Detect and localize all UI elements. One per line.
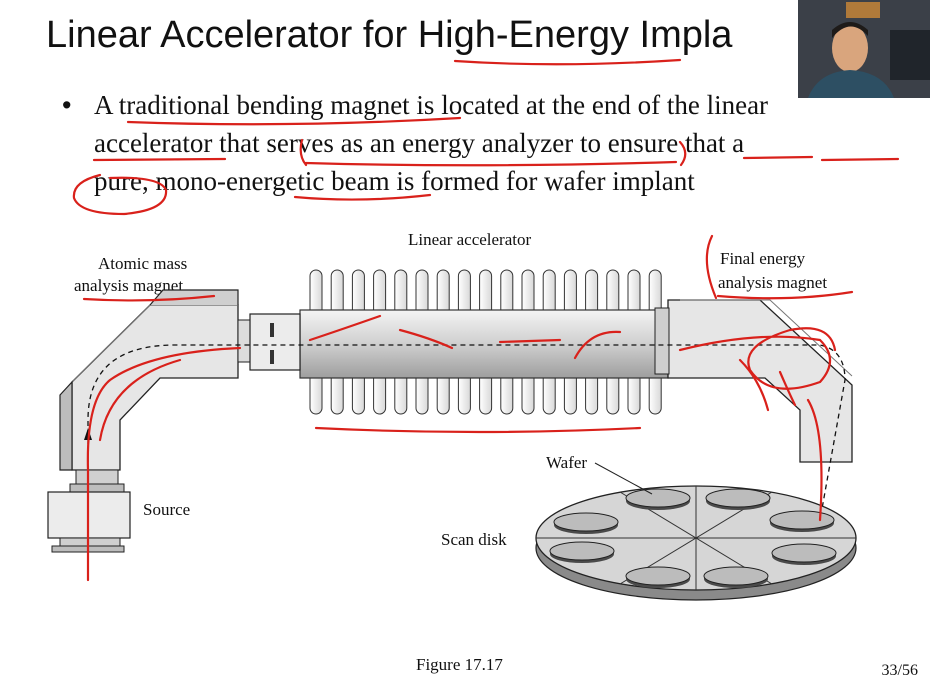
bullet-dot: • xyxy=(62,90,72,120)
wafer-pointer-line xyxy=(594,462,653,495)
annotation-underline-ensure xyxy=(742,155,900,162)
final-energy-analysis-magnet xyxy=(654,299,853,463)
annotation-trace-magnet xyxy=(98,358,182,442)
handwritten-annotations xyxy=(72,58,900,582)
label-source: Source xyxy=(143,500,191,519)
annotation-trace-accelerator xyxy=(308,314,622,360)
annotation-underline-final-energy xyxy=(716,290,854,300)
annotation-trace-source-beam xyxy=(86,346,242,582)
slide-title: Linear Accelerator for High-Energy Impla xyxy=(46,14,733,56)
label-atomic-mass: Atomic mass xyxy=(98,254,188,273)
accelerator-tube xyxy=(299,309,669,379)
bullet-line-2: accelerator that serves as an energy ana… xyxy=(94,128,745,158)
annotation-bracket-energy-analyzer xyxy=(299,138,687,167)
annotation-underline-accelerator xyxy=(92,157,227,162)
wafer xyxy=(703,566,769,586)
bullet-line-1: A traditional bending magnet is located … xyxy=(94,90,769,120)
atomic-mass-analysis-magnet xyxy=(59,289,239,471)
wafer xyxy=(771,543,837,563)
wafer xyxy=(553,512,619,532)
wafer-slots xyxy=(549,488,837,588)
bullet-point: • A traditional bending magnet is locate… xyxy=(62,86,898,200)
annotation-underline-bending-magnet xyxy=(126,116,462,126)
beam-coupler-left xyxy=(237,313,301,371)
wafer xyxy=(625,566,691,586)
bullet-line-3: pure, mono-energetic beam is formed for … xyxy=(94,166,695,196)
label-atomic-mass-magnet: analysis magnet xyxy=(74,276,184,295)
annotation-trace-final-magnet xyxy=(738,358,797,412)
presenter-webcam-icon xyxy=(798,0,930,98)
annotation-circle-final-magnet xyxy=(678,327,837,390)
annotation-underline-title xyxy=(453,58,682,66)
annotation-trace-to-wafer xyxy=(806,398,823,522)
label-wafer: Wafer xyxy=(546,453,588,472)
wafer xyxy=(549,541,615,561)
label-scan-disk: Scan disk xyxy=(441,530,507,549)
scan-disk xyxy=(535,485,857,601)
label-final-energy: Final energy xyxy=(720,249,806,268)
figure-caption: Figure 17.17 xyxy=(416,655,503,674)
wafer xyxy=(625,488,691,508)
wafer xyxy=(705,488,771,508)
annotation-underline-mono-energetic xyxy=(293,193,432,201)
annotation-circle-pure xyxy=(72,173,168,216)
label-linear-accelerator: Linear accelerator xyxy=(408,230,532,249)
page-number: 33/56 xyxy=(881,662,918,679)
wafer xyxy=(769,510,835,530)
annotation-bracket-final-energy xyxy=(705,234,718,300)
annotation-underline-atomic-mass xyxy=(82,294,216,302)
ion-beam-path xyxy=(87,344,846,521)
label-final-energy-magnet: analysis magnet xyxy=(718,273,828,292)
presenter-webcam xyxy=(798,0,930,98)
annotation-underline-linac xyxy=(314,426,642,434)
